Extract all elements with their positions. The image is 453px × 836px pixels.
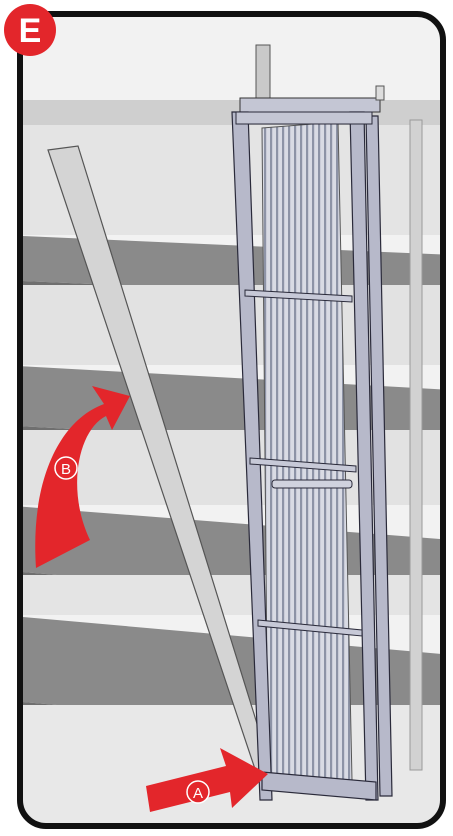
callout-a-badge: A xyxy=(187,781,209,803)
callout-b-badge: B xyxy=(55,457,77,479)
step-badge: E xyxy=(4,4,56,56)
step-label: E xyxy=(19,12,42,50)
callout-b-label: B xyxy=(61,461,71,478)
callout-a-label: A xyxy=(193,785,203,802)
